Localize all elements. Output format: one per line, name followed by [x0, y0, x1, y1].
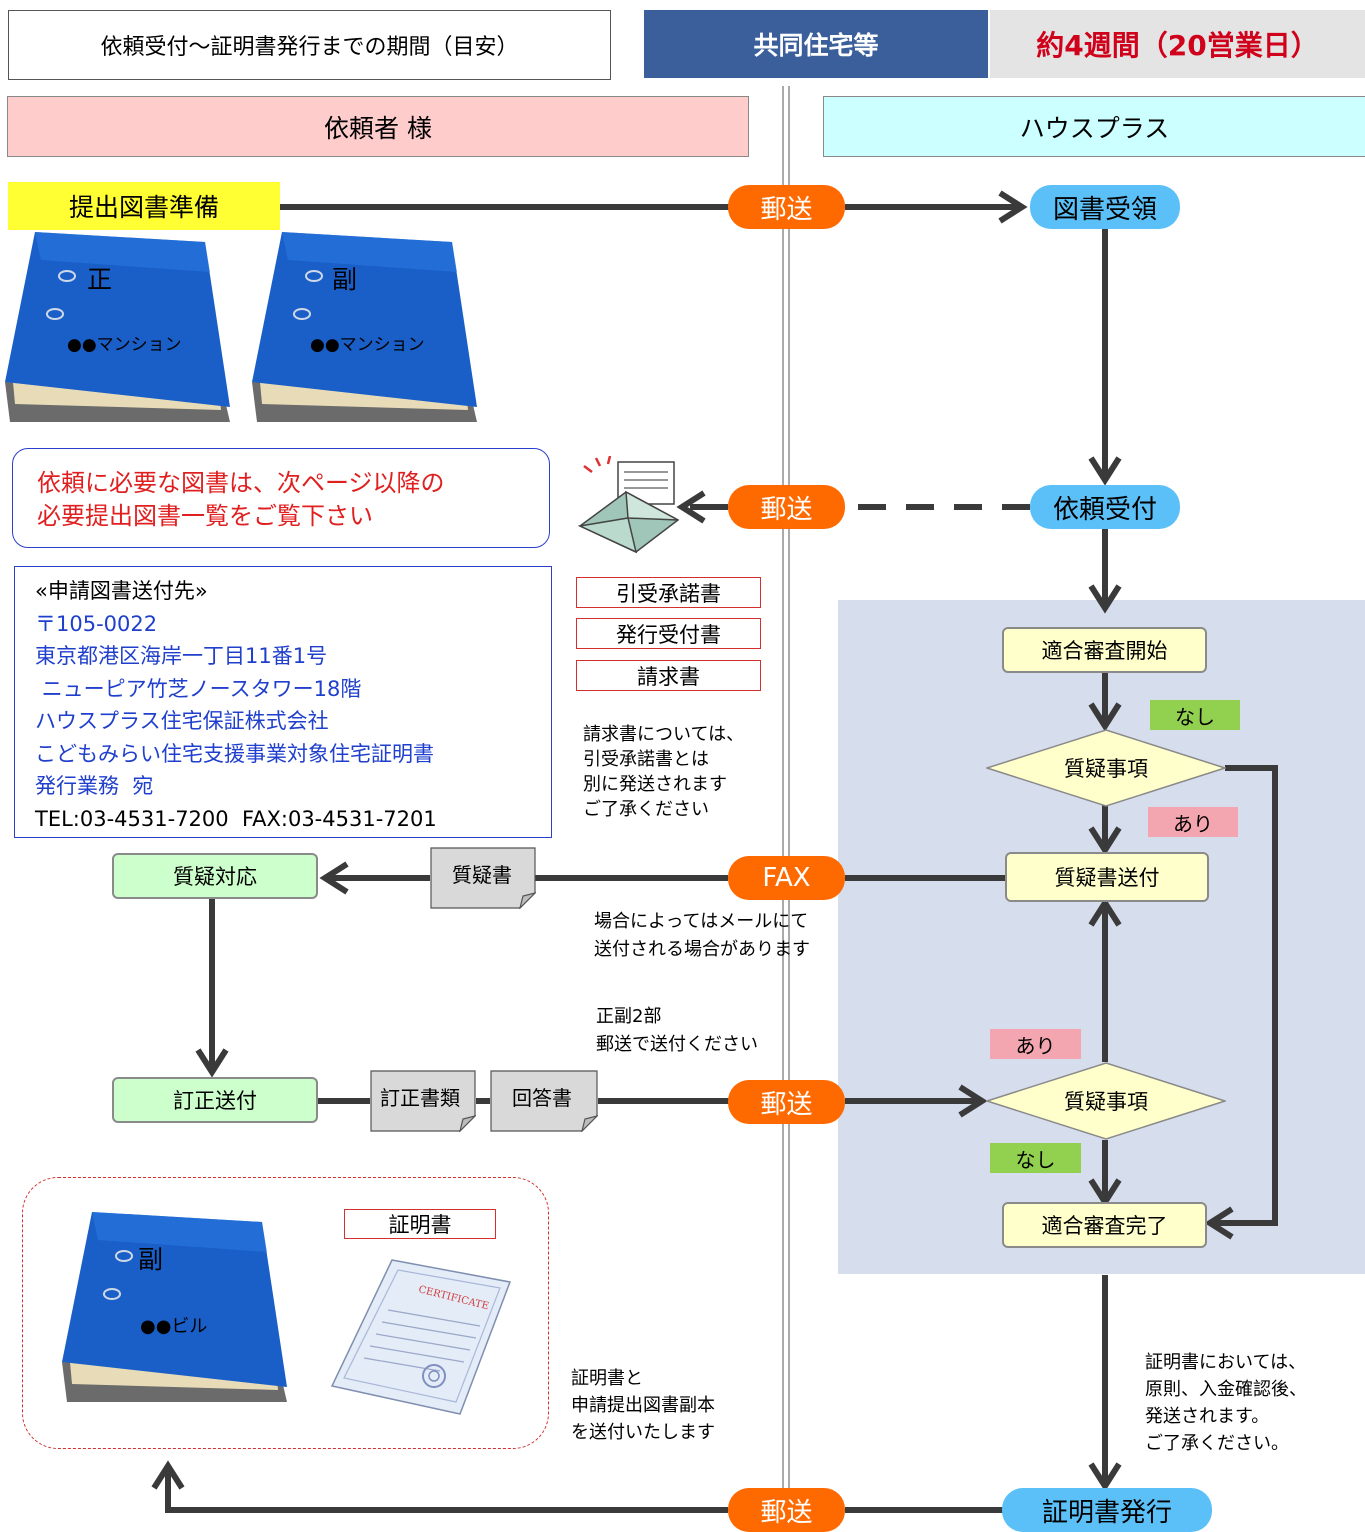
document-icon — [490, 1070, 599, 1133]
address-postal: 〒105-0022 — [35, 611, 158, 636]
copies-note: 正副2部 郵送で送付ください — [596, 1006, 758, 1055]
duration-badge: 約4週間（20営業日） — [990, 10, 1365, 78]
certificate-issue-step: 証明書発行 — [1002, 1488, 1212, 1532]
decision-diamond — [984, 729, 1228, 807]
yes-label-2: あり — [990, 1029, 1081, 1059]
certificate-tag: 証明書 — [344, 1209, 496, 1239]
mail-step-4: 郵送 — [728, 1488, 845, 1532]
binder-sub-label: ●●マンション — [310, 335, 425, 355]
category-badge: 共同住宅等 — [644, 10, 988, 78]
document-icon — [430, 847, 537, 910]
certificate-icon: CERTIFICATE — [330, 1259, 512, 1415]
yes-label-1: あり — [1148, 807, 1238, 837]
address-building: ニューピア竹芝ノースタワー18階 — [35, 676, 362, 701]
address-department: こどもみらい住宅支援事業対象住宅証明書 — [35, 741, 434, 766]
doc-invoice: 請求書 — [576, 660, 761, 691]
doc-issue-receipt: 発行受付書 — [576, 618, 761, 649]
mail-step-3: 郵送 — [728, 1080, 845, 1124]
send-qa-step: 質疑書送付 — [1005, 852, 1209, 902]
answer-document-label: 回答書 — [512, 1086, 572, 1110]
certificate-payment-note: 証明書においては、 原則、入金確認後、 発送されます。 ご了承ください。 — [1145, 1352, 1307, 1454]
address-street: 東京都港区海岸一丁目11番1号 — [35, 644, 328, 668]
email-note: 場合によってはメールにて 送付される場合があります — [594, 911, 810, 960]
qa-response-step: 質疑対応 — [112, 853, 318, 899]
final-binder-label: ●●ビル — [140, 1316, 208, 1337]
binder-main-label: ●●マンション — [67, 335, 182, 355]
question-decision-2: 質疑事項 — [984, 1062, 1228, 1140]
correction-send-step: 訂正送付 — [112, 1077, 318, 1123]
correction-document: 訂正書類 — [370, 1070, 477, 1133]
binder-main-mark: 正 — [87, 265, 113, 294]
final-package — [22, 1177, 549, 1449]
fax-step: FAX — [728, 856, 845, 900]
address-company: ハウスプラス住宅保証株式会社 — [35, 709, 329, 733]
accept-request-step: 依頼受付 — [1030, 485, 1180, 529]
final-binder-mark: 副 — [138, 1245, 164, 1274]
qa-document: 質疑書 — [430, 847, 537, 910]
houseplus-lane-header: ハウスプラス — [823, 96, 1365, 157]
address-phone-fax: TEL:03-4531-7200 FAX:03-4531-7201 — [35, 806, 437, 831]
question-decision-2-label: 質疑事項 — [1064, 1090, 1148, 1114]
binder-icon — [62, 1212, 287, 1402]
client-lane-header: 依頼者 様 — [7, 96, 749, 157]
doc-acceptance-letter: 引受承諾書 — [576, 577, 761, 608]
answer-document: 回答書 — [490, 1070, 599, 1133]
review-start-step: 適合審査開始 — [1002, 627, 1207, 673]
final-binder: 副 ●●ビル — [62, 1212, 292, 1407]
document-icon — [370, 1070, 477, 1133]
review-complete-step: 適合審査完了 — [1002, 1202, 1207, 1248]
none-label-2: なし — [990, 1143, 1081, 1173]
binder-icon — [5, 232, 230, 422]
required-documents-notice: 依頼に必要な図書は、次ページ以降の 必要提出図書一覧をご覧下さい — [12, 448, 550, 548]
decision-diamond — [984, 1062, 1228, 1140]
mail-envelope-icon — [577, 455, 680, 554]
mail-step-2: 郵送 — [728, 485, 845, 529]
none-label-1: なし — [1150, 700, 1240, 730]
qa-document-label: 質疑書 — [452, 863, 512, 887]
binder-main: 正 ●●マンション — [5, 232, 235, 427]
address-attention: 発行業務 宛 — [35, 774, 154, 798]
address-box: «申請図書送付先» 〒105-0022 東京都港区海岸一丁目11番1号 ニューピ… — [14, 566, 552, 838]
address-title: «申請図書送付先» — [35, 579, 208, 603]
binder-icon — [252, 232, 477, 422]
invoice-note: 請求書については、 引受承諾書とは 別に発送されます ご了承ください — [583, 724, 745, 820]
binder-sub-mark: 副 — [332, 265, 358, 294]
correction-document-label: 訂正書類 — [380, 1086, 460, 1110]
envelope-icon — [577, 455, 680, 554]
period-label: 依頼受付～証明書発行までの期間（目安） — [8, 10, 611, 80]
prepare-documents-label: 提出図書準備 — [8, 182, 280, 230]
certificate-image: CERTIFICATE — [330, 1258, 512, 1416]
question-decision-1: 質疑事項 — [984, 729, 1228, 807]
final-note: 証明書と 申請提出図書副本 を送付いたします — [571, 1368, 715, 1443]
question-decision-1-label: 質疑事項 — [1064, 757, 1148, 781]
receive-documents-step: 図書受領 — [1030, 185, 1180, 229]
binder-sub: 副 ●●マンション — [252, 232, 482, 427]
mail-step-1: 郵送 — [728, 185, 845, 229]
